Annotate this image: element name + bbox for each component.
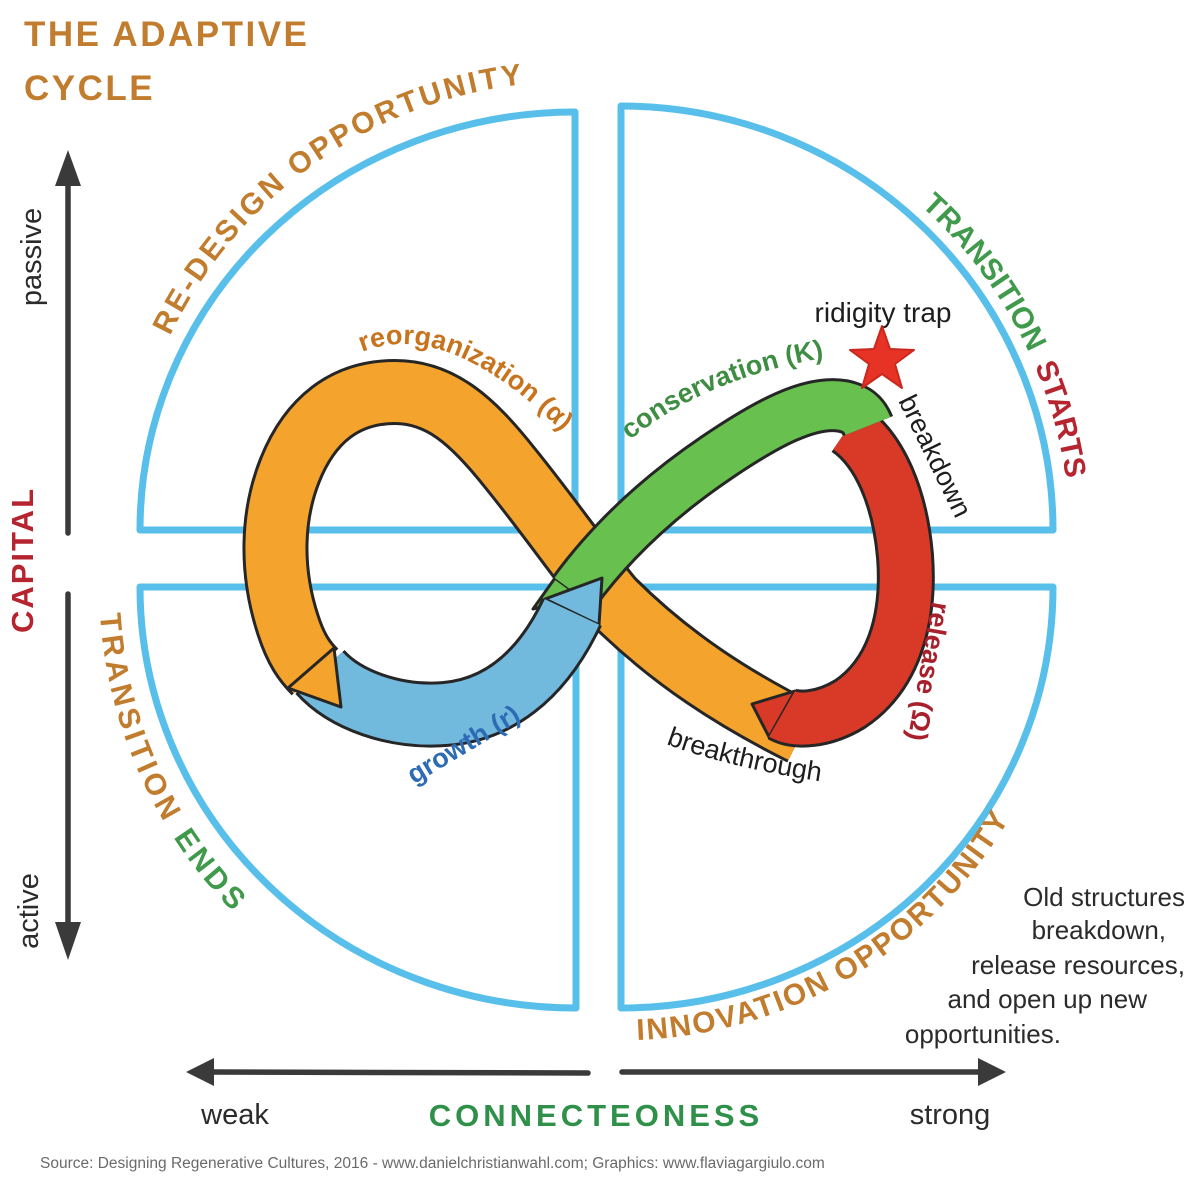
connectedness-axis: weak CONNECTEONESS strong — [186, 1058, 1006, 1133]
release-ribbon — [769, 406, 932, 745]
transition-starts-word1: TRANSITION — [916, 187, 1052, 356]
quadrant-arc-top-left — [136, 108, 579, 534]
page-title-line2: CYCLE — [24, 69, 155, 108]
page-title-line1: THE ADAPTIVE — [24, 15, 309, 54]
conservation-ribbon — [554, 381, 891, 607]
reorganization-ribbon — [245, 361, 816, 760]
note-text: Old structures breakdown, release resour… — [905, 882, 1185, 1049]
ribbon-conservation-green — [552, 378, 894, 609]
infinity-loop — [242, 358, 935, 763]
weak-label: weak — [200, 1099, 269, 1131]
star-icon — [849, 325, 915, 389]
strong-label: strong — [910, 1099, 991, 1131]
active-label: active — [13, 873, 45, 949]
capital-axis-title: CAPITAL — [5, 487, 40, 633]
quadrant-arcs — [136, 102, 1057, 1012]
connectedness-axis-left-arrow — [211, 1069, 591, 1076]
right-arrowhead-icon — [978, 1058, 1006, 1086]
reorganization-ribbon-tip — [286, 646, 343, 709]
connectedness-axis-title: CONNECTEONESS — [429, 1098, 763, 1133]
quadrant-arc-bottom-right — [617, 583, 1057, 1012]
quadrant-arc-bottom-left — [136, 583, 580, 1012]
page-title: THE ADAPTIVE CYCLE — [24, 15, 309, 108]
rigidity-trap-label: ridigity trap — [815, 297, 952, 328]
source-credit: Source: Designing Regenerative Cultures,… — [40, 1155, 825, 1172]
left-arrowhead-icon — [186, 1058, 214, 1086]
quadrant-label-redesign-opportunity: RE-DESIGN OPPORTUNITY — [147, 58, 527, 339]
capital-axis: passive active CAPITAL — [5, 150, 81, 960]
note-line: and open up new — [947, 984, 1147, 1014]
ribbon-reorganization-orange — [242, 358, 817, 763]
quadrant-arc-top-right — [617, 102, 1057, 534]
down-arrowhead-icon — [55, 922, 81, 960]
transition-ends-word2: ENDS — [167, 823, 254, 920]
ribbon-release-red — [767, 404, 935, 748]
growth-ribbon — [297, 598, 600, 745]
note-line: release resources, — [971, 950, 1185, 980]
up-arrowhead-icon — [55, 150, 81, 186]
note-line: Old structures — [1023, 882, 1185, 912]
note-line: breakdown, — [1032, 915, 1166, 945]
passive-label: passive — [16, 208, 48, 306]
note-line: opportunities. — [905, 1019, 1061, 1049]
ribbon-growth-blue — [295, 597, 602, 748]
